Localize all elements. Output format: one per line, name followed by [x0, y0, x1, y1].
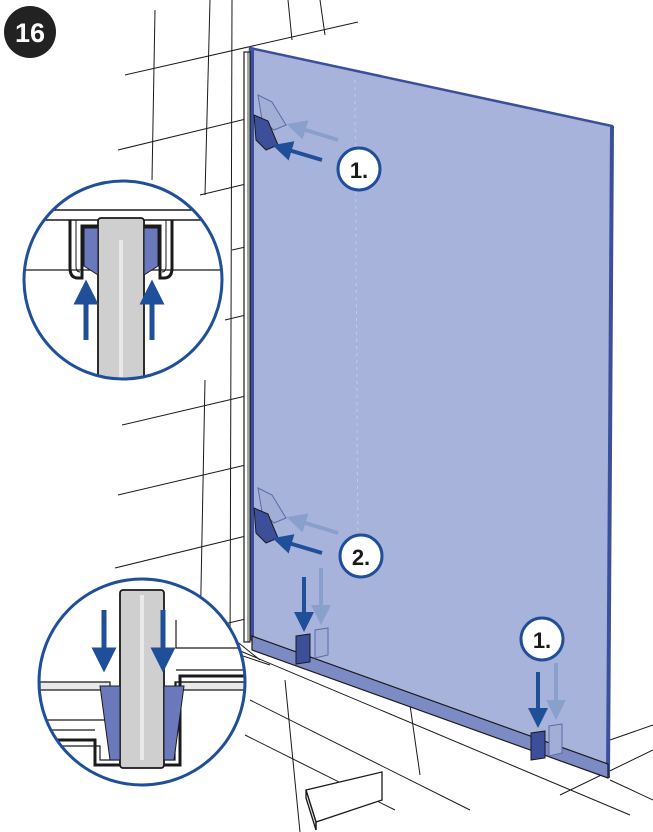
arrow-light-middle: [286, 513, 339, 535]
arrow-dark-middle: [272, 534, 323, 555]
svg-text:2.: 2.: [352, 545, 370, 570]
svg-text:1.: 1.: [533, 628, 551, 653]
glass-panel: [248, 46, 614, 779]
step-number-badge: 16: [4, 6, 56, 58]
clip-top: [253, 94, 287, 151]
detail-circle-top: [22, 179, 224, 381]
wall-profile: [243, 51, 251, 643]
svg-text:16: 16: [15, 18, 45, 48]
arrow-light-top: [286, 120, 339, 142]
clip-middle: [253, 487, 287, 544]
loose-wedge: [305, 771, 383, 831]
wedge-bottom-left: [295, 627, 329, 665]
callout-middle: 2.: [338, 533, 384, 579]
callout-bottom-right: 1.: [519, 616, 565, 662]
wedge-bottom-right: [530, 723, 563, 761]
svg-text:1.: 1.: [350, 158, 368, 183]
arrow-dark-top: [272, 141, 323, 162]
detail-circle-bottom: [37, 577, 247, 787]
callout-top: 1.: [336, 146, 382, 192]
